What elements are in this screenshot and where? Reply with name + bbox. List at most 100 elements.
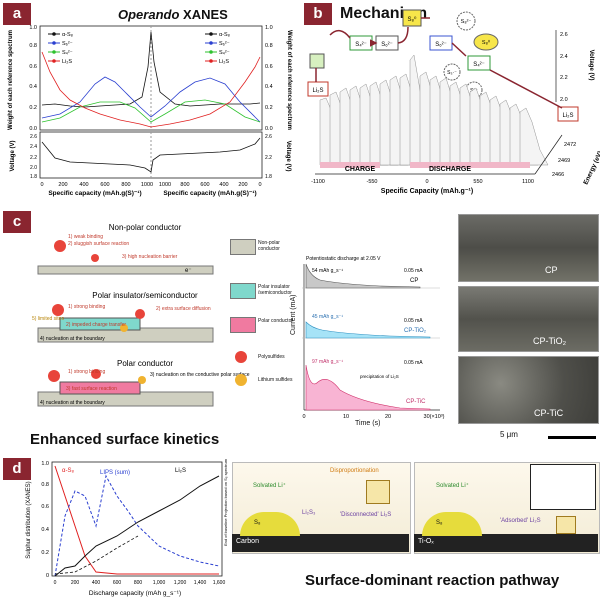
np-substrate — [37, 265, 214, 275]
xtick-r-4: 200 — [238, 182, 247, 188]
energy-tick-1: 2469 — [558, 158, 570, 164]
np-electron: e⁻ — [185, 268, 192, 274]
panel-b-discharge: DISCHARGE — [429, 166, 471, 173]
panel-b-energy-label: Energy (eV) — [582, 150, 600, 186]
scale-3: 0.05 mA — [404, 360, 423, 366]
panel-a-ylabel-left: Weight of each reference spectrum — [8, 30, 14, 130]
d-baseline — [54, 535, 139, 575]
xtick-3: 600 — [100, 182, 109, 188]
sem-label-tic: CP-TiC — [534, 408, 564, 418]
b-xtick-1: -550 — [366, 179, 377, 185]
panel-a-yticks: 0.0 0.2 0.4 0.6 0.8 1.0 0.0 0.2 0.4 0.6 … — [29, 25, 272, 132]
current-label: Current (mA) — [290, 294, 297, 335]
curve-tic — [305, 364, 431, 411]
panel-a-legend-right: α-S₈ S₆²⁻ S₄²⁻ Li₂S — [205, 32, 230, 65]
species-s3-circle — [443, 63, 461, 81]
d-ytick-4: 0.8 — [41, 482, 49, 488]
legend-s6: S₆²⁻ — [62, 41, 73, 47]
panel-a-xlabel-left: Specific capacity (mAh.g(S)⁻¹) — [48, 190, 141, 197]
d-xtick-6: 1,200 — [174, 580, 187, 586]
b-vtick-3: 2.6 — [560, 32, 568, 38]
panel-b-xlabel: Specific Capacity (mAh.g⁻¹) — [381, 188, 473, 195]
panel-a-tag: a — [3, 3, 31, 25]
species-s4b: S₄²⁻ — [473, 62, 485, 68]
panel-a-xlabel-right: Specific capacity (mAh.g(S)⁻¹) — [163, 190, 256, 197]
solvated-label: Solvated Li⁺ — [253, 483, 286, 489]
vtick-3: 2.4 — [30, 144, 37, 150]
disconnected-label: 'Disconnected' Li₂S — [340, 512, 392, 518]
np-note-2: 2) sluggish surface reaction — [68, 241, 129, 247]
time-tick-2: 20 — [385, 414, 391, 420]
d-s8-line — [54, 465, 219, 575]
legend-r-s4: S₄²⁻ — [219, 50, 230, 56]
sem-scalebar — [548, 436, 596, 439]
li2s3-label: Li₂S₃ — [302, 510, 316, 516]
d-label-li2s: Li₂S — [175, 468, 186, 474]
legend-insulator-swatch — [230, 283, 256, 299]
legend-sulfide-dot — [235, 374, 247, 386]
pi-note-5: 5) limited sites — [32, 316, 64, 322]
b-xtick-0: -1100 — [311, 179, 325, 185]
scale-2: 0.05 mA — [404, 318, 423, 324]
species-s8-2-circle — [456, 11, 476, 31]
xtick-r-1: 800 — [180, 182, 189, 188]
d-ytick-3: 0.6 — [41, 504, 49, 510]
xtick-r-2: 600 — [200, 182, 209, 188]
legend-r-s8: α-S₈ — [219, 32, 230, 38]
cp-capacity: 54 mAh g_s⁻¹ — [312, 268, 343, 274]
s8-particle — [240, 512, 300, 536]
vtick-2: 2.2 — [30, 155, 37, 161]
panel-b-charge: CHARGE — [345, 166, 376, 173]
curve-tio2 — [305, 321, 431, 339]
d-xtick-3: 600 — [113, 580, 122, 586]
series-li2s-line — [41, 51, 261, 128]
xtick-2: 400 — [79, 182, 88, 188]
legend-r-li2s: Li₂S — [219, 59, 229, 65]
d-label-end: End of baseline Projection based on S₈ s… — [223, 458, 228, 546]
solvated-label-2: Solvated Li⁺ — [436, 483, 469, 489]
series-s4-line — [41, 99, 261, 123]
d-xlabel: Discharge capacity (mAh g_s⁻¹) — [89, 590, 181, 597]
ytick-5: 1.0 — [29, 25, 37, 31]
panel-a-chart: 0.0 0.2 0.4 0.6 0.8 1.0 0.0 0.2 0.4 0.6 … — [8, 25, 292, 197]
sem-scale-label: 5 μm — [500, 430, 518, 439]
pc-note-4: 4) nucleation at the boundary — [40, 400, 105, 406]
d-ytick-1: 0.2 — [41, 550, 49, 556]
d-xtick-2: 400 — [92, 580, 101, 586]
ytick-1: 0.2 — [29, 105, 37, 111]
legend-conductor-label: Polar conductor — [258, 318, 294, 324]
vtick-r-2: 2.2 — [265, 155, 272, 161]
pc-note-1: 1) strong binding — [68, 369, 105, 375]
time-tick-0: 0 — [302, 414, 305, 420]
d-ylabel: Sulphur distribution (XANES) — [26, 481, 32, 558]
pi-note-2b: 2) impeded charge transfer — [66, 322, 126, 328]
ytick-r-4: 0.8 — [265, 43, 273, 49]
legend-insulator-label: Polar insulator /semiconductor — [258, 284, 292, 296]
xtick-4: 800 — [121, 182, 130, 188]
ytick-2: 0.4 — [29, 84, 37, 90]
panel-a-ylabel-right: Weight of each reference spectrum — [286, 30, 292, 130]
vtick-4: 2.6 — [30, 134, 37, 140]
xtick-r-0: 1000 — [159, 182, 171, 188]
legend-polysulfide-dot — [235, 351, 247, 363]
d-xtick-1: 200 — [71, 580, 80, 586]
sem-image-cp — [458, 214, 599, 282]
tic-label: CP-TiC — [406, 399, 426, 405]
tiox-substrate — [414, 534, 598, 552]
s8-label: S₈ — [254, 520, 261, 526]
tio2-label: CP-TiO₂ — [404, 328, 427, 334]
panel-a-vlabel-right: Voltage (V) — [285, 141, 291, 172]
sem-label-cp: CP — [545, 265, 558, 275]
xtick-5: 1000 — [141, 182, 153, 188]
species-s0-oval — [473, 33, 499, 51]
sem-image-tio2 — [458, 286, 599, 352]
np-note-3: 3) high nucleation barrier — [122, 254, 178, 260]
panel-c-schematic: Non-polar conductor 1) weak binding 2) s… — [32, 223, 250, 407]
ytick-r-1: 0.2 — [265, 105, 273, 111]
carbon-label: Carbon — [236, 538, 259, 545]
panel-a-title: Operando XANES — [118, 7, 228, 22]
ytick-r-5: 1.0 — [265, 25, 273, 31]
panel-b-voltage-label: Voltage (V) — [588, 50, 594, 81]
vtick-0: 1.8 — [30, 174, 37, 180]
d-label-lips: LIPS (sum) — [100, 470, 130, 476]
